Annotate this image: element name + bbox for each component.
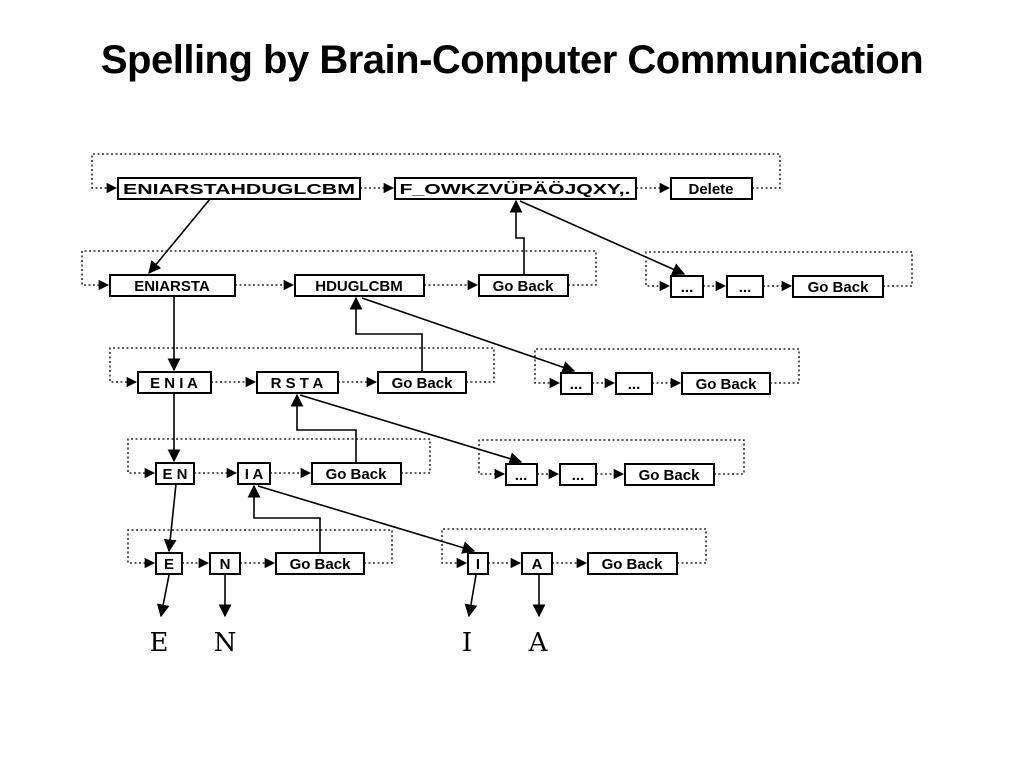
node-l2-b-label: R S T A bbox=[271, 375, 324, 392]
node-l1r-c-label: Go Back bbox=[808, 279, 870, 296]
node-l4-b-label: N bbox=[220, 556, 231, 573]
loop-level-2 bbox=[109, 347, 495, 388]
arrow-l2-goback-to-l1b bbox=[349, 296, 423, 372]
level-2-right-group: ... ... Go Back bbox=[534, 348, 800, 395]
output-arrows bbox=[156, 574, 546, 618]
node-l3-a bbox=[155, 462, 195, 485]
node-l3r-a-label: ... bbox=[515, 467, 528, 484]
output-letter-a: A bbox=[528, 628, 549, 658]
output-letter-e: E bbox=[150, 628, 169, 658]
loop-level-2-right bbox=[534, 348, 800, 389]
slide-title: Spelling by Brain-Computer Communication bbox=[100, 38, 924, 82]
level-2-group: E N I A R S T A Go Back bbox=[109, 347, 495, 394]
node-l4r-a bbox=[467, 552, 489, 575]
node-l0-a bbox=[117, 177, 361, 200]
arrow-l4-goback-to-l3b bbox=[247, 484, 321, 553]
arrow-l3b-to-l4r bbox=[257, 485, 476, 554]
node-l2r-c-label: Go Back bbox=[696, 376, 758, 393]
node-l1-b-label: HDUGLCBM bbox=[315, 278, 403, 295]
level-3-group: E N I A Go Back bbox=[127, 438, 431, 485]
node-l1r-c bbox=[792, 275, 884, 298]
loop-level-4 bbox=[127, 529, 393, 569]
output-letter-n: N bbox=[214, 628, 237, 658]
level-4-group: E N Go Back bbox=[127, 529, 393, 575]
arrow-l0b-to-l1r bbox=[519, 200, 686, 276]
node-l2r-b-label: ... bbox=[628, 376, 641, 393]
node-l3r-c-label: Go Back bbox=[639, 467, 701, 484]
node-l4r-c bbox=[587, 552, 678, 575]
level-3-right-group: ... ... Go Back bbox=[478, 439, 745, 486]
node-l1r-a bbox=[670, 275, 704, 298]
output-letter-i: I bbox=[462, 628, 472, 658]
arrow-l3a-to-l4a bbox=[163, 483, 177, 553]
node-l3r-b-label: ... bbox=[572, 467, 585, 484]
loop-level-0 bbox=[91, 153, 781, 194]
node-l4r-c-label: Go Back bbox=[602, 556, 664, 573]
node-l2r-a-label: ... bbox=[570, 376, 583, 393]
node-l3-c-label: Go Back bbox=[326, 466, 388, 483]
node-l1-b bbox=[294, 274, 425, 297]
node-l0-a-label: ENIARSTAHDUGLCBM bbox=[123, 181, 355, 198]
node-l4-b bbox=[209, 552, 241, 575]
node-l3r-c bbox=[624, 463, 715, 486]
node-l1-c-label: Go Back bbox=[493, 278, 555, 295]
node-l3-b-label: I A bbox=[245, 466, 264, 483]
node-l0-c-label: Delete bbox=[688, 181, 733, 198]
loop-level-4-right bbox=[441, 528, 707, 569]
node-l3-a-label: E N bbox=[162, 466, 187, 483]
node-l4r-b bbox=[521, 552, 553, 575]
node-l4-a-label: E bbox=[164, 556, 174, 573]
loop-level-3 bbox=[127, 438, 431, 479]
node-l2-c-label: Go Back bbox=[392, 375, 454, 392]
node-l4-a bbox=[155, 552, 183, 575]
node-l2-b bbox=[256, 371, 339, 394]
arrow-l1-goback-to-l0b bbox=[509, 199, 525, 275]
level-1-right-group: ... ... Go Back bbox=[645, 251, 913, 298]
level-4-right-group: I A Go Back bbox=[441, 528, 707, 575]
node-l4-c-label: Go Back bbox=[290, 556, 352, 573]
loop-level-1-right bbox=[645, 251, 913, 292]
node-l1-a bbox=[109, 274, 236, 297]
node-l3-b bbox=[237, 462, 271, 485]
node-l0-b-label: F_OWKZVÜPÄÖJQXY,. bbox=[400, 181, 631, 198]
node-l1r-a-label: ... bbox=[681, 279, 694, 296]
node-l4r-a-label: I bbox=[476, 556, 480, 573]
arrow-out-i bbox=[464, 574, 478, 618]
arrow-l1b-to-l2r bbox=[361, 297, 576, 374]
node-l2-a-label: E N I A bbox=[150, 375, 198, 392]
level-1-group: ENIARSTA HDUGLCBM Go Back bbox=[81, 250, 597, 297]
arrow-l2b-to-l3r bbox=[299, 394, 523, 465]
node-l1r-b-label: ... bbox=[739, 279, 752, 296]
node-l2r-a bbox=[560, 372, 593, 395]
arrow-out-e bbox=[156, 574, 170, 618]
node-l2r-c bbox=[681, 372, 771, 395]
node-l2r-b bbox=[615, 372, 653, 395]
selection-arrows bbox=[148, 198, 686, 554]
node-l0-b bbox=[394, 177, 637, 200]
loop-level-1 bbox=[81, 250, 597, 291]
node-l1-a-label: ENIARSTA bbox=[134, 278, 210, 295]
node-l4r-b-label: A bbox=[532, 556, 543, 573]
node-l0-c bbox=[670, 177, 753, 200]
level-0-group: ENIARSTAHDUGLCBM F_OWKZVÜPÄÖJQXY,. Delet… bbox=[91, 153, 781, 200]
node-l1r-b bbox=[726, 275, 764, 298]
arrow-l3-goback-to-l2b bbox=[290, 393, 357, 463]
arrow-l0a-to-l1a bbox=[148, 198, 211, 274]
node-l3r-b bbox=[559, 463, 597, 486]
